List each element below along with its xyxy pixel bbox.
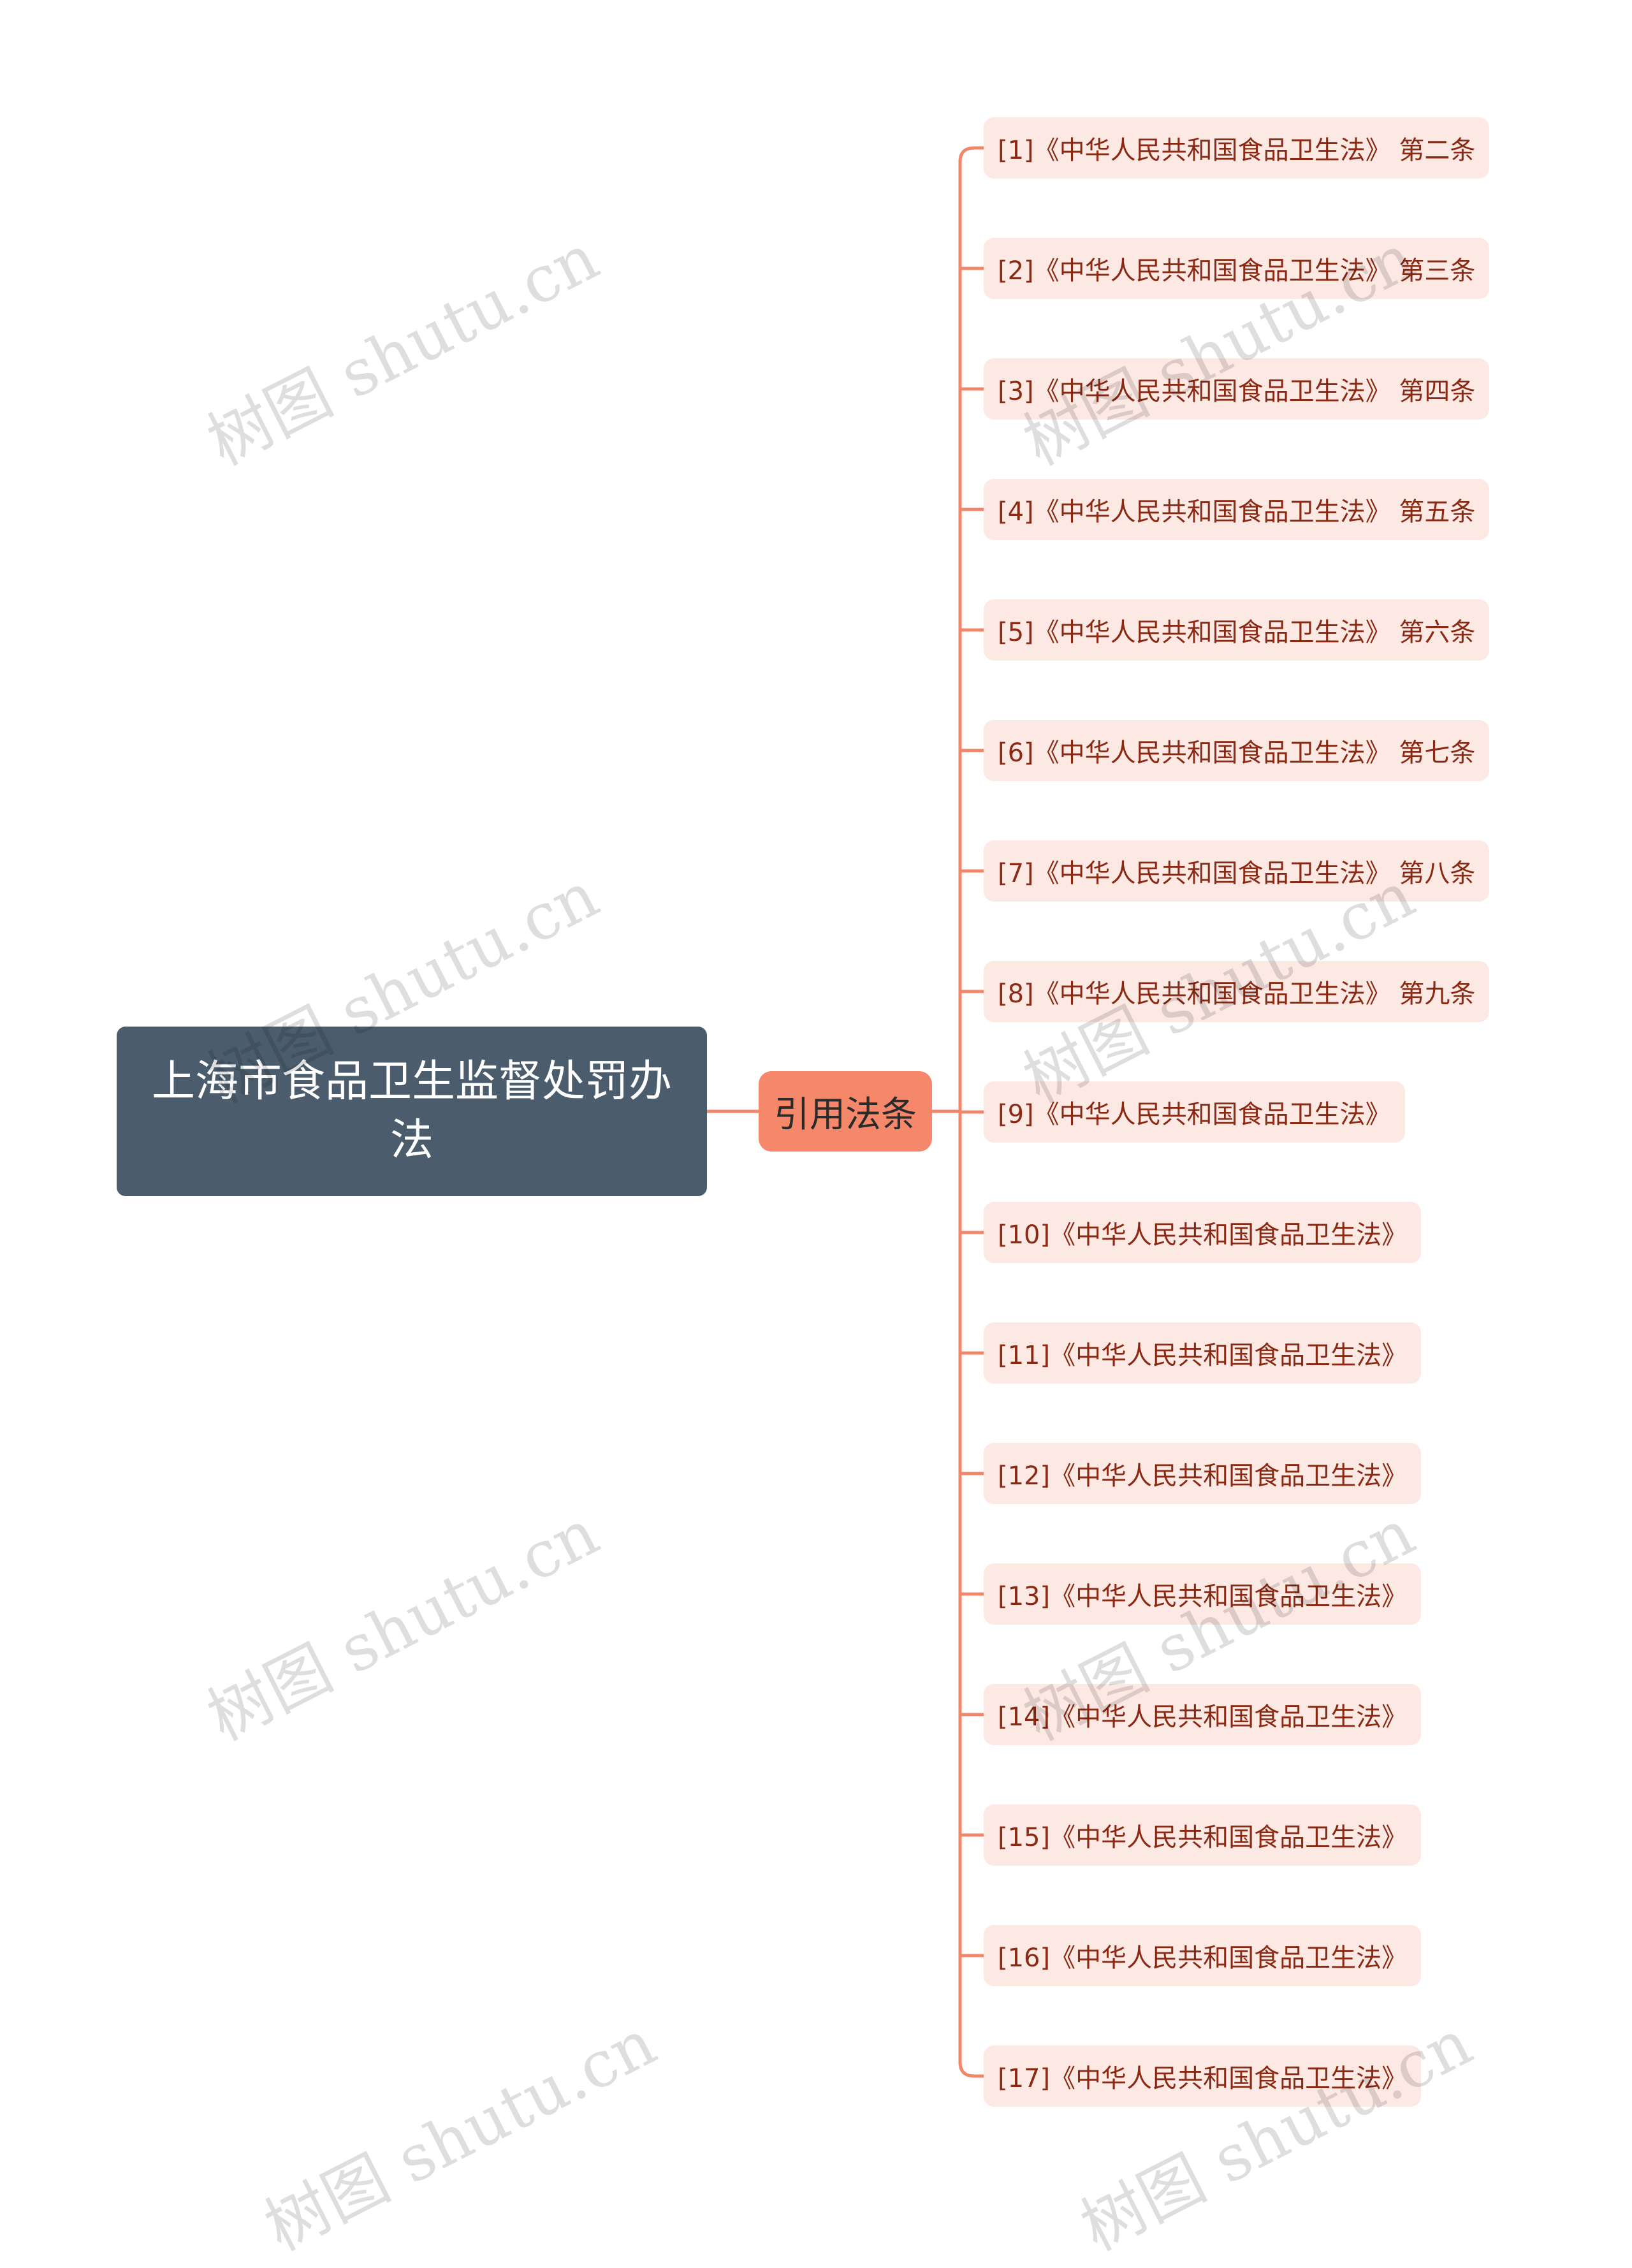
leaf-label: [10]《中华人民共和国食品卫生法》 <box>998 1220 1408 1250</box>
leaf-label: [5]《中华人民共和国食品卫生法》 第六条 <box>998 618 1476 647</box>
leaf-node[interactable]: [1]《中华人民共和国食品卫生法》 第二条 <box>984 117 1490 179</box>
leaf-label: [8]《中华人民共和国食品卫生法》 第九条 <box>998 979 1476 1009</box>
leaf-node[interactable]: [17]《中华人民共和国食品卫生法》 <box>984 2045 1422 2107</box>
leaf-node[interactable]: [3]《中华人民共和国食品卫生法》 第四条 <box>984 358 1490 420</box>
leaf-node[interactable]: [4]《中华人民共和国食品卫生法》 第五条 <box>984 479 1490 540</box>
leaf-label: [15]《中华人民共和国食品卫生法》 <box>998 1823 1408 1852</box>
leaf-node[interactable]: [13]《中华人民共和国食品卫生法》 <box>984 1563 1422 1625</box>
leaf-node[interactable]: [9]《中华人民共和国食品卫生法》 <box>984 1081 1405 1143</box>
leaf-label: [17]《中华人民共和国食品卫生法》 <box>998 2064 1408 2093</box>
leaf-label: [9]《中华人民共和国食品卫生法》 <box>998 1100 1391 1129</box>
leaf-node[interactable]: [11]《中华人民共和国食品卫生法》 <box>984 1322 1422 1384</box>
leaf-label: [2]《中华人民共和国食品卫生法》 第三条 <box>998 256 1476 286</box>
leaf-label: [16]《中华人民共和国食品卫生法》 <box>998 1943 1408 1973</box>
leaf-node[interactable]: [8]《中华人民共和国食品卫生法》 第九条 <box>984 961 1490 1022</box>
leaf-label: [7]《中华人民共和国食品卫生法》 第八条 <box>998 859 1476 888</box>
branch-node-cited-laws[interactable]: 引用法条 <box>759 1071 932 1152</box>
root-label: 上海市食品卫生监督处罚办法 <box>151 1057 672 1166</box>
leaf-node[interactable]: [14]《中华人民共和国食品卫生法》 <box>984 1684 1422 1745</box>
leaf-label: [14]《中华人民共和国食品卫生法》 <box>998 1702 1408 1732</box>
leaf-connector <box>958 146 986 164</box>
leaf-label: [4]《中华人民共和国食品卫生法》 第五条 <box>998 497 1476 527</box>
leaf-node[interactable]: [15]《中华人民共和国食品卫生法》 <box>984 1804 1422 1866</box>
leaf-label: [1]《中华人民共和国食品卫生法》 第二条 <box>998 136 1476 165</box>
leaf-node[interactable]: [7]《中华人民共和国食品卫生法》 第八条 <box>984 840 1490 902</box>
branch-label: 引用法条 <box>774 1094 917 1136</box>
leaf-node[interactable]: [5]《中华人民共和国食品卫生法》 第六条 <box>984 599 1490 661</box>
leaf-node[interactable]: [12]《中华人民共和国食品卫生法》 <box>984 1443 1422 1504</box>
leaf-node[interactable]: [16]《中华人民共和国食品卫生法》 <box>984 1925 1422 1986</box>
leaf-label: [12]《中华人民共和国食品卫生法》 <box>998 1461 1408 1491</box>
root-node[interactable]: 上海市食品卫生监督处罚办法 <box>117 1027 707 1196</box>
leaf-node[interactable]: [2]《中华人民共和国食品卫生法》 第三条 <box>984 238 1490 299</box>
leaf-connector <box>958 2060 986 2078</box>
leaf-label: [6]《中华人民共和国食品卫生法》 第七条 <box>998 738 1476 768</box>
leaf-label: [3]《中华人民共和国食品卫生法》 第四条 <box>998 377 1476 406</box>
leaf-node[interactable]: [10]《中华人民共和国食品卫生法》 <box>984 1202 1422 1263</box>
leaf-label: [13]《中华人民共和国食品卫生法》 <box>998 1582 1408 1611</box>
leaf-label: [11]《中华人民共和国食品卫生法》 <box>998 1341 1408 1370</box>
leaf-node[interactable]: [6]《中华人民共和国食品卫生法》 第七条 <box>984 720 1490 781</box>
